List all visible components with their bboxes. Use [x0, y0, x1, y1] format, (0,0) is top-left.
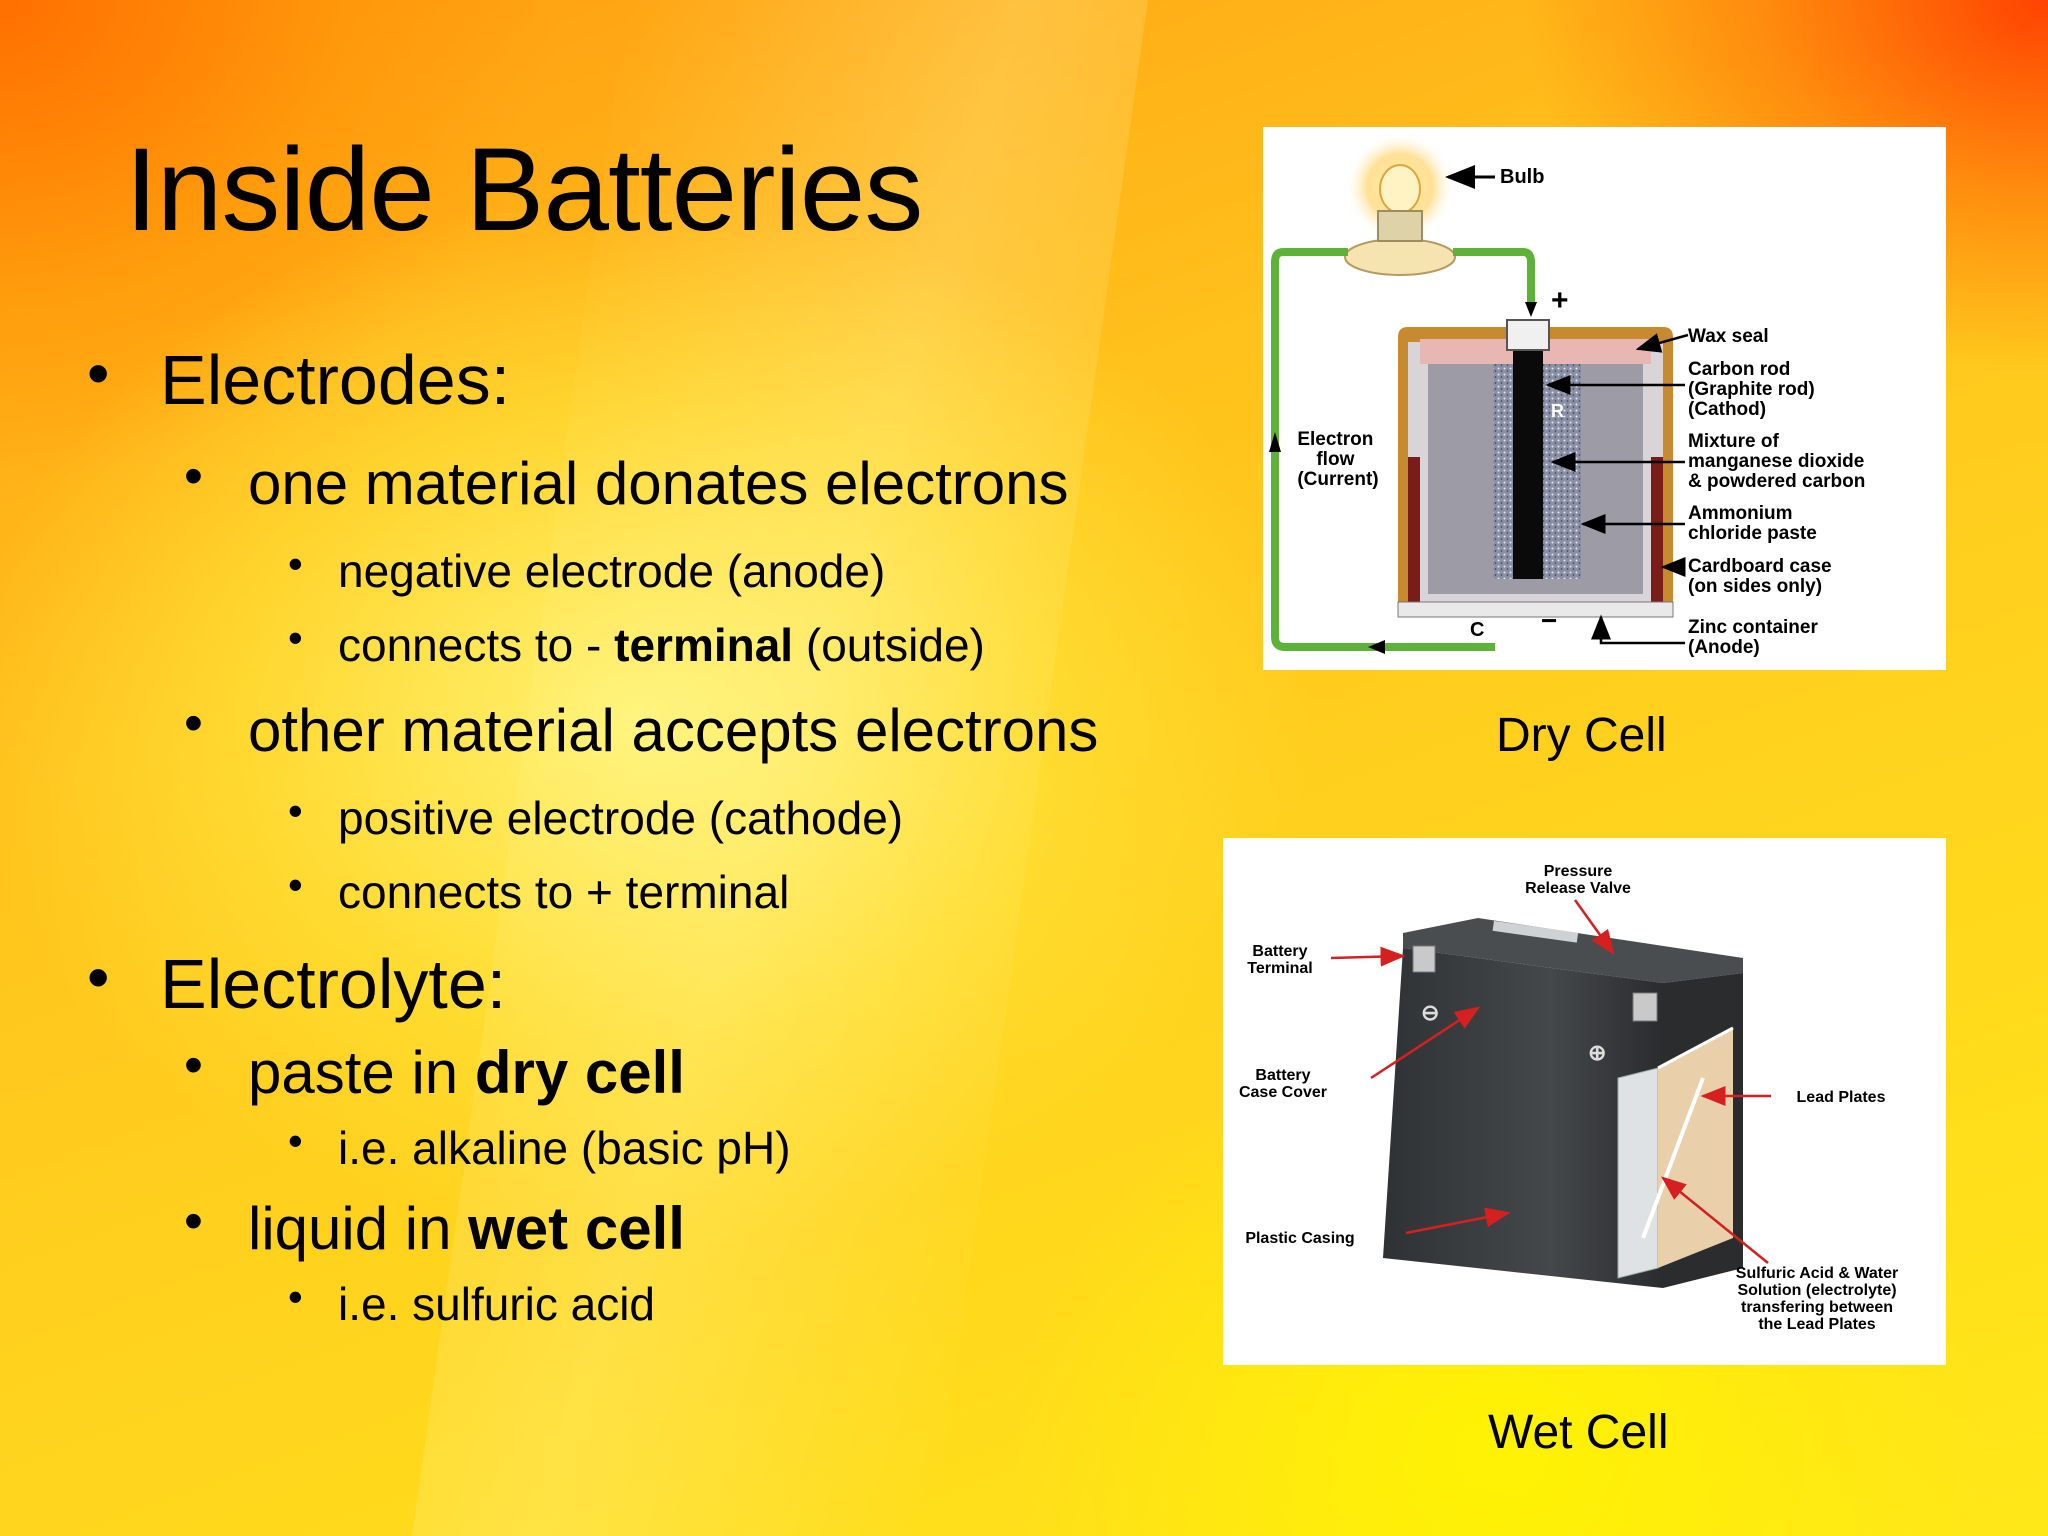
wet-cell-diagram: ⊖ ⊕ Pressure Release Valve Battery Termi… [1223, 838, 1946, 1365]
bulb-icon [1379, 164, 1421, 214]
svg-text:transfering between: transfering between [1741, 1299, 1893, 1316]
svg-text:(Cathod): (Cathod) [1688, 399, 1766, 420]
bullet-electrodes: •Electrodes: [87, 337, 511, 419]
svg-text:(Anode): (Anode) [1688, 637, 1760, 658]
svg-text:Battery: Battery [1252, 943, 1307, 960]
svg-text:Wax seal: Wax seal [1688, 326, 1769, 347]
svg-text:−: − [1541, 605, 1557, 636]
bullet-positive-electrode: •positive electrode (cathode) [288, 787, 904, 844]
svg-text:Carbon rod: Carbon rod [1688, 359, 1790, 380]
svg-text:Pressure: Pressure [1544, 863, 1613, 880]
negative-terminal [1412, 945, 1436, 973]
carbon-rod [1513, 347, 1543, 579]
svg-text:Sulfuric Acid & Water: Sulfuric Acid & Water [1736, 1265, 1898, 1282]
electrolyte-cutaway [1658, 1028, 1733, 1268]
bullet-alkaline: •i.e. alkaline (basic pH) [288, 1117, 791, 1174]
bullet-electrolyte: •Electrolyte: [87, 941, 507, 1023]
svg-text:(on sides only): (on sides only) [1688, 576, 1822, 597]
svg-text:Zinc container: Zinc container [1688, 617, 1818, 638]
svg-text:(Graphite rod): (Graphite rod) [1688, 379, 1815, 400]
svg-text:R: R [1551, 401, 1564, 421]
svg-text:Mixture of: Mixture of [1688, 431, 1779, 452]
svg-text:Battery: Battery [1255, 1067, 1310, 1084]
svg-text:Plastic Casing: Plastic Casing [1245, 1230, 1354, 1247]
lead-plates [1617, 1067, 1659, 1279]
svg-text:chloride paste: chloride paste [1688, 523, 1817, 544]
bulb-socket [1344, 238, 1456, 276]
dry-cell-diagram: + R C − Bulb Electron flow (Current) Wax… [1263, 127, 1946, 670]
svg-text:Case Cover: Case Cover [1239, 1084, 1327, 1101]
bullet-connects-positive: •connects to + terminal [288, 861, 790, 918]
bullet-accepts: •other material accepts electrons [184, 693, 1099, 764]
bullet-sulfuric: •i.e. sulfuric acid [288, 1273, 656, 1330]
bullet-liquid: •liquid in wet cell [184, 1191, 685, 1262]
svg-text:+: + [1551, 284, 1569, 317]
svg-text:Cardboard case: Cardboard case [1688, 556, 1832, 577]
svg-text:manganese dioxide: manganese dioxide [1688, 451, 1864, 472]
wet-cell-caption: Wet Cell [1488, 1406, 1669, 1459]
positive-terminal [1632, 992, 1658, 1022]
svg-text:⊖: ⊖ [1421, 1000, 1439, 1025]
battery-body [1383, 948, 1663, 1288]
bullet-donates: •one material donates electrons [184, 446, 1069, 517]
svg-text:Solution (electrolyte): Solution (electrolyte) [1737, 1282, 1896, 1299]
svg-text:C: C [1470, 619, 1484, 641]
svg-text:Terminal: Terminal [1247, 960, 1313, 977]
svg-text:⊕: ⊕ [1588, 1040, 1606, 1065]
svg-text:Bulb: Bulb [1500, 166, 1544, 188]
svg-text:Ammonium: Ammonium [1688, 503, 1793, 524]
svg-text:& powdered carbon: & powdered carbon [1688, 471, 1865, 492]
svg-text:Release Valve: Release Valve [1525, 880, 1631, 897]
svg-text:Electron flow (Cur: Electron flow (Current) [1297, 429, 1378, 490]
bullet-paste: •paste in dry cell [184, 1035, 685, 1106]
svg-text:the Lead Plates: the Lead Plates [1758, 1316, 1875, 1333]
svg-text:Lead Plates: Lead Plates [1797, 1089, 1886, 1106]
bullet-negative-electrode: •negative electrode (anode) [288, 540, 886, 597]
circuit-wire-right [1453, 248, 1535, 307]
dry-cell-caption: Dry Cell [1496, 709, 1667, 762]
slide-title: Inside Batteries [125, 124, 923, 256]
case-cover [1403, 918, 1743, 983]
bullet-connects-negative: •connects to - terminal (outside) [288, 614, 985, 671]
